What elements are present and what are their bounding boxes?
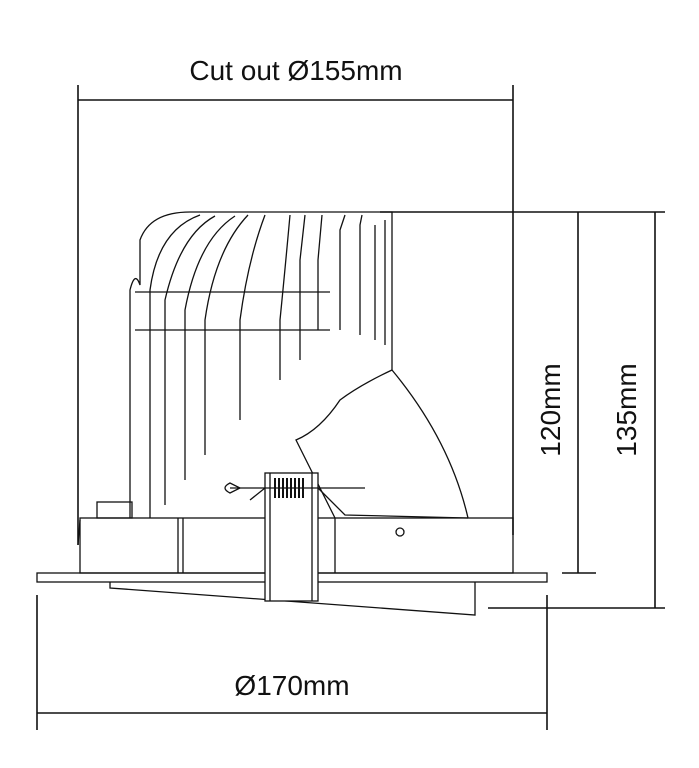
- heat-sink: [129, 211, 393, 518]
- reflector-housing: [249, 369, 469, 519]
- cutout-label: Cut out Ø155mm: [189, 55, 402, 86]
- spring-icon: [274, 478, 304, 498]
- height-120-label: 120mm: [535, 363, 566, 456]
- diameter-dimension: [36, 595, 547, 730]
- cutout-dimension: [77, 85, 514, 545]
- diameter-label: Ø170mm: [234, 670, 349, 701]
- clip-hook-icon: [224, 482, 242, 494]
- screw-icon: [395, 527, 405, 537]
- height-135-label: 135mm: [611, 363, 642, 456]
- height-dimensions: [380, 211, 665, 730]
